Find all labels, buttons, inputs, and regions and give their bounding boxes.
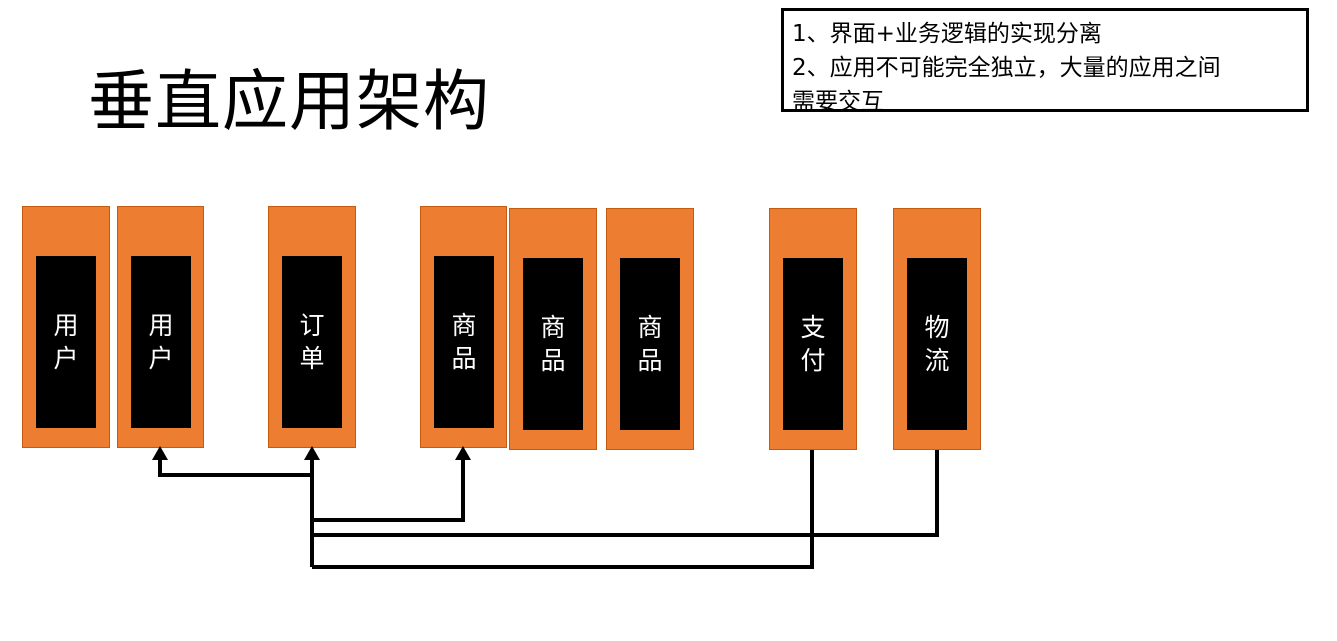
app-char: 户 [148,344,174,373]
app-char: 户 [53,344,79,373]
app-box-order: 订 单 [268,206,356,448]
app-char: 品 [637,346,663,375]
connector-payment-order [312,450,814,569]
app-char: 支 [800,313,826,342]
app-char: 单 [299,344,325,373]
app-char: 用 [53,311,79,340]
note-line-1: 1、界面+业务逻辑的实现分离 [792,21,1102,47]
app-char: 付 [800,346,826,375]
app-char: 用 [148,311,174,340]
app-char: 流 [924,346,950,375]
app-box-product-2: 商 品 [509,208,597,450]
app-char: 物 [924,313,950,342]
app-char: 商 [637,313,663,342]
app-label-payment: 支 付 [783,258,843,430]
page-title: 垂直应用架构 [88,63,490,140]
app-label-logistics: 物 流 [907,258,967,430]
connector-logistics-order [312,450,939,537]
arrow-into-order-icon [304,446,320,460]
arrow-into-user-icon [152,446,168,460]
app-label-user-2: 用 户 [131,256,191,428]
app-char: 品 [451,344,477,373]
app-box-product-3: 商 品 [606,208,694,450]
arrow-into-product-icon [455,446,471,460]
app-box-user-1: 用 户 [22,206,110,448]
connector-order-user [158,453,312,477]
app-char: 商 [540,313,566,342]
app-label-order: 订 单 [282,256,342,428]
note-box: 1、界面+业务逻辑的实现分离 2、应用不可能完全独立，大量的应用之间 需要交互 [781,8,1309,115]
app-char: 品 [540,346,566,375]
app-label-product-3: 商 品 [620,258,680,430]
app-label-product-1: 商 品 [434,256,494,428]
app-box-payment: 支 付 [769,208,857,450]
note-line-3: 需要交互 [792,89,884,115]
app-label-user-1: 用 户 [36,256,96,428]
app-box-logistics: 物 流 [893,208,981,450]
app-box-user-2: 用 户 [117,206,204,448]
app-char: 商 [451,311,477,340]
app-char: 订 [299,311,325,340]
note-line-2: 2、应用不可能完全独立，大量的应用之间 [792,55,1221,81]
app-label-product-2: 商 品 [523,258,583,430]
connector-order-product [312,453,465,522]
